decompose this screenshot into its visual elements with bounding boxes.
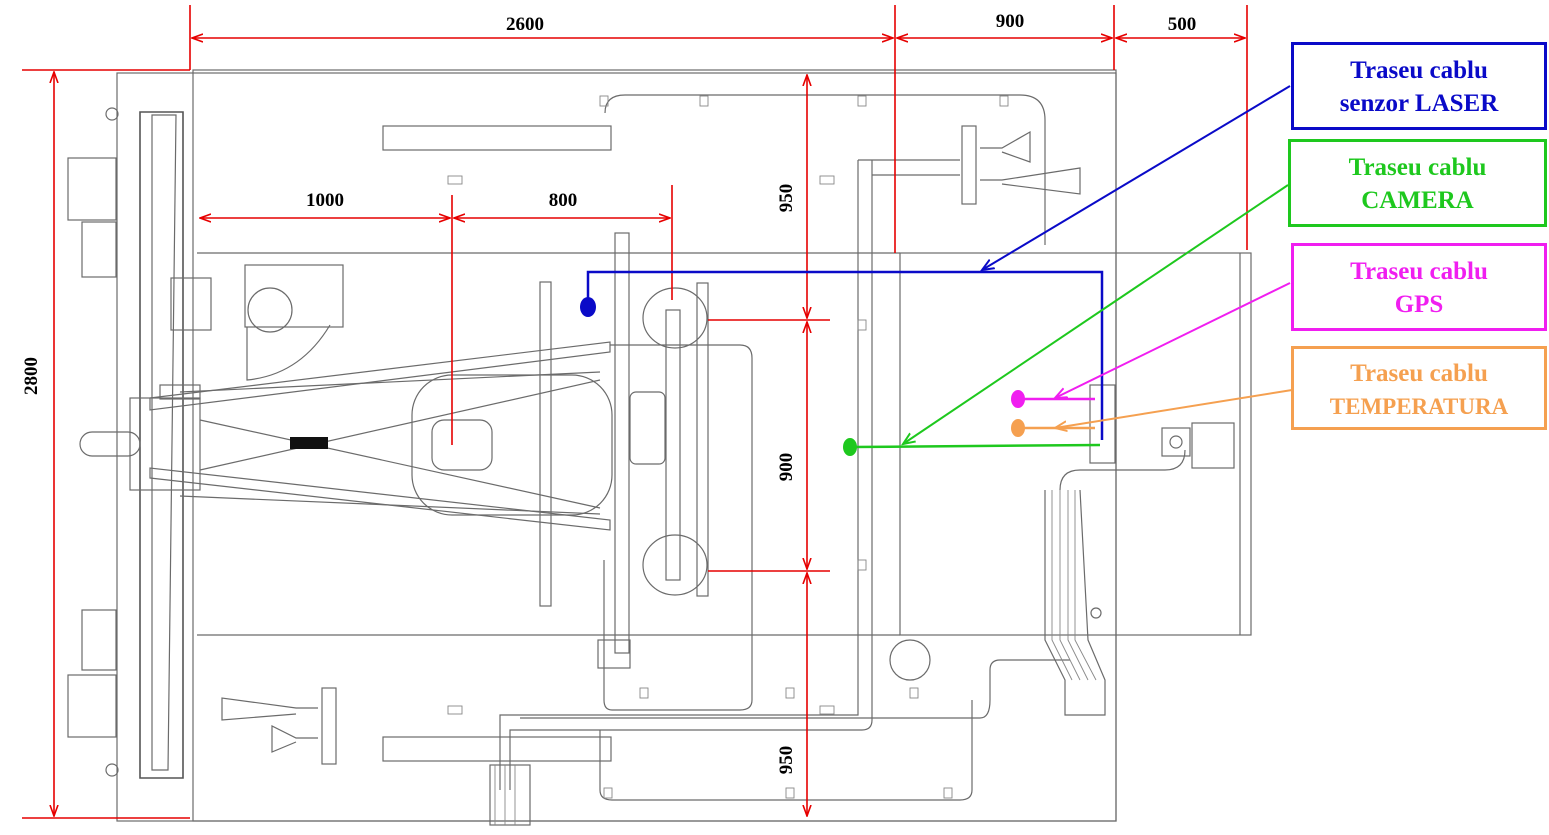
dim-top-right: 500 [1168, 14, 1197, 35]
cable-route-gps [1011, 282, 1291, 408]
legend-temperatura-line2: TEMPERATURA [1329, 394, 1509, 419]
dim-top-mid: 900 [996, 11, 1025, 32]
cable-route-camera [843, 184, 1289, 456]
legend-gps: Traseu cablu GPS [1291, 243, 1547, 331]
dim-vert-900: 900 [776, 453, 797, 482]
legend-gps-line2: GPS [1394, 291, 1444, 318]
cable-route-temperatura [1011, 389, 1293, 437]
dim-left-total: 2800 [21, 357, 42, 395]
legend-camera-line1: Traseu cablu [1348, 154, 1487, 181]
legend-camera: Traseu cablu CAMERA [1288, 139, 1547, 227]
legend-laser-line2: senzor LASER [1339, 90, 1499, 117]
legend-temperatura-line1: Traseu cablu [1350, 360, 1488, 387]
dim-vert-950-top: 950 [776, 184, 797, 213]
chassis-drawing [67, 69, 1252, 826]
legend-laser: Traseu cablu senzor LASER [1291, 42, 1547, 130]
cable-route-laser [580, 85, 1291, 440]
legend-camera-line2: CAMERA [1361, 187, 1474, 214]
legend-laser-line1: Traseu cablu [1350, 57, 1488, 84]
legend-temperatura: Traseu cablu TEMPERATURA [1291, 346, 1547, 430]
dim-vert-950-bottom: 950 [776, 746, 797, 775]
dim-inner-1000: 1000 [306, 190, 344, 211]
dimension-lines [22, 5, 1248, 819]
legend-gps-line1: Traseu cablu [1350, 258, 1488, 285]
dim-top-total: 2600 [506, 14, 544, 35]
dim-inner-800: 800 [549, 190, 578, 211]
